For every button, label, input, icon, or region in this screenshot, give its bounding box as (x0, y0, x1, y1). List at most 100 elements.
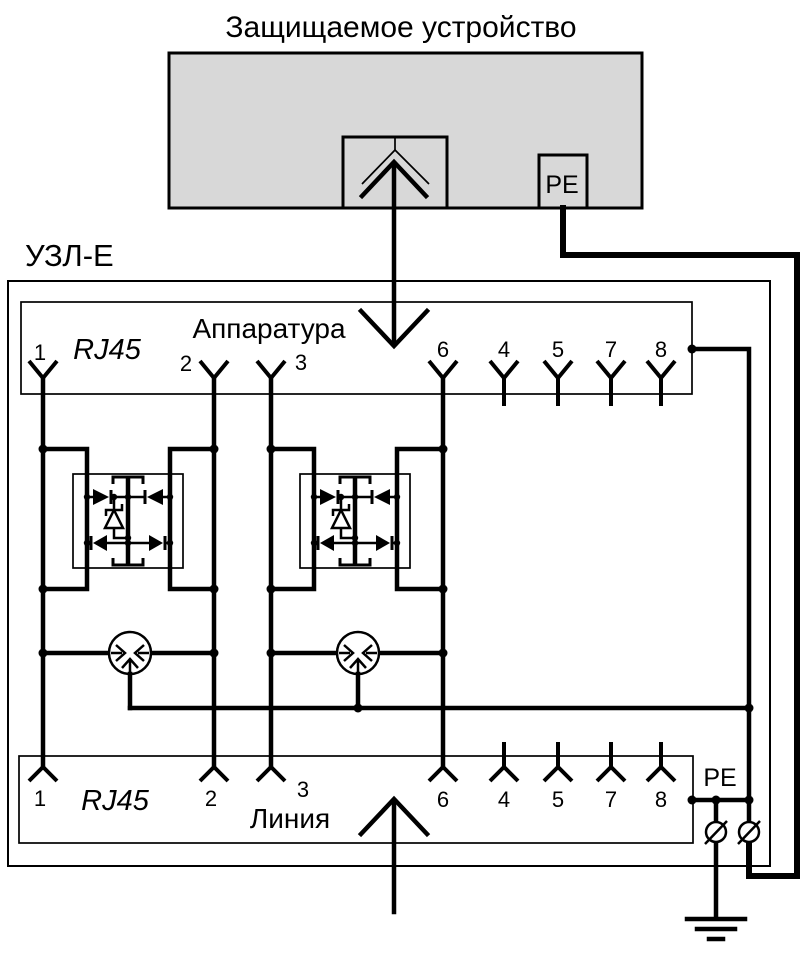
pin-bottom-6: 6 (427, 764, 459, 812)
tvs-diode-icon (102, 497, 128, 540)
pin-fork-icon (488, 359, 520, 406)
pin-label: 1 (34, 786, 46, 811)
arrester-1 (40, 630, 217, 711)
device-pe-port: PE (537, 153, 589, 210)
pin-top-1: 1 (27, 340, 59, 382)
diode-icon (93, 535, 107, 551)
arrow-down-head-icon (357, 307, 431, 350)
device-pe-label: PE (545, 171, 578, 199)
arrester-left-arrow (111, 644, 127, 662)
diode-icon (93, 489, 109, 505)
pin-label: 6 (437, 787, 449, 812)
pin-bottom-4: 4 (488, 742, 520, 812)
component-box (299, 473, 411, 569)
pin-fork-icon (198, 359, 230, 382)
terminal-screw-right (737, 820, 761, 845)
top-bracket (338, 475, 372, 484)
pin-fork-icon (542, 359, 574, 406)
right-rail-wire (394, 446, 446, 592)
junction-dots (38, 344, 754, 805)
tvs-diode-icon (329, 497, 355, 540)
pin-bottom-3: 3 (255, 764, 309, 802)
bottom-bracket (338, 558, 372, 567)
pin-top-4: 4 (488, 337, 520, 406)
pin-fork-icon (198, 764, 230, 783)
device-pe-box (537, 153, 589, 210)
module-label: УЗЛ-Е (25, 238, 114, 273)
pin-fork-icon (255, 764, 287, 783)
pin-top-3: 3 (255, 350, 307, 382)
arrester-2 (268, 630, 446, 711)
pin-bottom-5: 5 (542, 742, 574, 812)
pin-label: 8 (655, 337, 667, 362)
pin-fork-icon (645, 742, 677, 783)
junction-dots-small (310, 493, 401, 547)
pin-label: 3 (297, 777, 309, 802)
pin-label: 7 (605, 787, 617, 812)
line-pe-label: PE (703, 764, 736, 792)
diode-icon (320, 535, 334, 551)
top-bracket (111, 475, 145, 484)
diode-icon (147, 489, 163, 505)
pin-top-7: 7 (595, 337, 627, 406)
protected-device-title: Защищаемое устройство (225, 11, 576, 44)
pin-label: 7 (605, 337, 617, 362)
pin-label: 4 (498, 337, 510, 362)
earth-ground-icon (684, 916, 748, 942)
pin-fork-icon (27, 764, 59, 783)
pin-label: 8 (655, 787, 667, 812)
pin-fork-icon (255, 359, 287, 382)
external-pe-conductor (560, 205, 800, 879)
protected-device: Защищаемое устройство PE (167, 11, 644, 210)
pin-label: 6 (437, 337, 449, 362)
left-rail-wire (268, 446, 317, 592)
terminal-slash-icon (704, 820, 728, 845)
pin-bottom-8: 8 (645, 742, 677, 812)
pin-label: 4 (498, 787, 510, 812)
socket-chevron-icon (361, 148, 430, 185)
pin-bottom-2: 2 (198, 764, 230, 811)
pin-label: 5 (552, 337, 564, 362)
pin-fork-icon (488, 742, 520, 783)
internal-ground-bus (127, 346, 752, 921)
pin-top-2: 2 (180, 351, 230, 382)
pin-fork-icon (595, 742, 627, 783)
pin-fork-icon (427, 359, 459, 382)
pin-label: 3 (295, 350, 307, 375)
line-connector-type: RJ45 (81, 785, 150, 817)
arrester-right-arrow (361, 644, 377, 662)
pin-label: 5 (552, 787, 564, 812)
pin-fork-icon (645, 359, 677, 406)
line-connector: RJ45 Линия PE 1 2 3 6 4 5 7 (18, 742, 737, 844)
line-connector-name: Линия (250, 803, 330, 834)
signal-wires (40, 375, 446, 770)
arrester-right-arrow (133, 644, 149, 662)
pin-label: 2 (205, 786, 217, 811)
diode-icon (374, 489, 390, 505)
shield-drain-wire (689, 346, 752, 825)
arrester-bottom-arrow (349, 657, 367, 672)
pin-top-6: 6 (427, 337, 459, 382)
apparatus-connector-type: RJ45 (73, 334, 142, 366)
pin-label: 1 (34, 340, 46, 365)
terminal-slash-icon (737, 820, 761, 845)
terminal-screw-left (704, 820, 728, 845)
protection-circuit-1 (40, 446, 217, 592)
junction-dots-small (83, 493, 174, 547)
pin-bottom-7: 7 (595, 742, 627, 812)
arrester-left-arrow (339, 644, 355, 662)
uzl-module: УЗЛ-Е (7, 238, 771, 867)
protection-circuit-2 (268, 446, 446, 592)
apparatus-connector-name: Аппаратура (192, 313, 345, 344)
left-rail-wire (40, 446, 90, 592)
apparatus-connector: RJ45 Аппаратура 1 2 3 6 4 5 7 (20, 301, 693, 406)
right-rail-wire (167, 446, 217, 592)
arrester-bottom-arrow (121, 657, 139, 672)
diode-icon (376, 535, 390, 551)
line-cable-arrow (357, 795, 431, 915)
apparatus-cable-arrow (357, 158, 431, 350)
pin-bottom-1: 1 (27, 764, 59, 811)
bottom-bracket (111, 558, 145, 567)
